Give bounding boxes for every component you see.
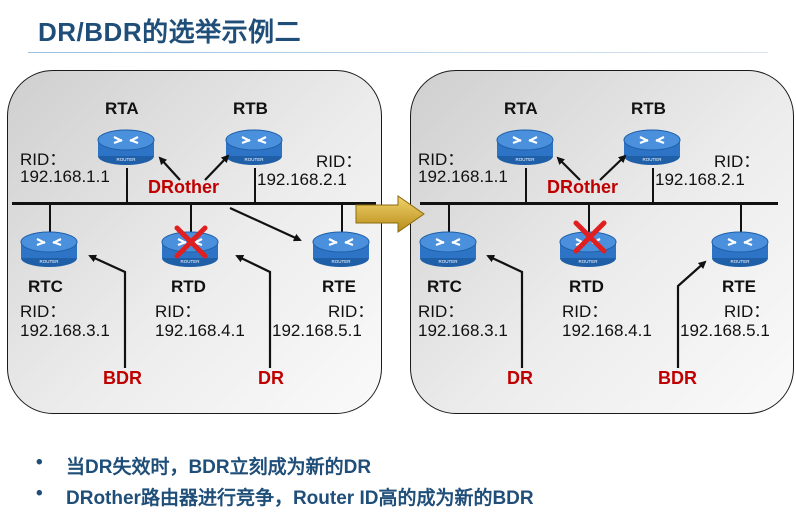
router-name-rtd: RTD	[171, 277, 206, 296]
link-rta-right	[525, 168, 527, 202]
bullet-text: DRother路由器进行竞争，Router ID高的成为新的BDR	[66, 488, 534, 509]
router-name-rtb: RTB	[233, 99, 268, 118]
rid-label: RID：	[724, 302, 771, 321]
bullet-marker: •	[36, 483, 43, 504]
router-icon: ROUTER	[496, 129, 554, 165]
rid-label: RID：	[155, 302, 202, 321]
transition-arrow-icon	[355, 195, 425, 233]
router-name-rtc: RTC	[427, 277, 462, 296]
link-rtd-right	[588, 204, 590, 232]
bullet-text: 当DR失效时，BDR立刻成为新的DR	[66, 457, 372, 478]
rid-value: 192.168.5.1	[680, 321, 770, 340]
rid-value: 192.168.3.1	[20, 321, 110, 340]
router-text: ROUTER	[579, 259, 599, 264]
arrow-bdr-rte-right	[676, 260, 707, 368]
router-icon: ROUTER	[312, 231, 370, 267]
link-rtc-left	[49, 204, 51, 232]
router-icon: ROUTER	[20, 231, 78, 267]
rid-value: 192.168.2.1	[655, 170, 745, 189]
router-text: ROUTER	[643, 157, 663, 162]
link-rtd-left	[190, 204, 192, 232]
arrow-drother-rtb-left	[204, 154, 230, 181]
rid-value: 192.168.3.1	[418, 321, 508, 340]
arrow-drother-rta-left	[158, 156, 181, 181]
link-rta-left	[126, 168, 128, 202]
rid-label: RID：	[20, 302, 67, 321]
failure-x-icon	[174, 225, 208, 259]
arrow-drother-rtb-right	[599, 154, 627, 181]
role-dr: DR	[258, 368, 284, 388]
role-bdr: BDR	[658, 368, 697, 388]
router-icon: ROUTER	[419, 231, 477, 267]
router-name-rte: RTE	[722, 277, 756, 296]
rid-value: 192.168.2.1	[257, 170, 347, 189]
router-name-rta: RTA	[504, 99, 538, 118]
rid-label: RID：	[418, 150, 465, 169]
arrow-dr-rtc-right	[486, 254, 524, 368]
router-text: ROUTER	[117, 157, 137, 162]
router-text: ROUTER	[181, 259, 201, 264]
router-text: ROUTER	[439, 259, 459, 264]
link-rtb-left	[254, 168, 256, 202]
link-rtb-right	[652, 168, 654, 202]
router-name-rtc: RTC	[28, 277, 63, 296]
router-text: ROUTER	[516, 157, 536, 162]
title-divider	[28, 52, 768, 53]
router-text: ROUTER	[40, 259, 60, 264]
router-icon: ROUTER	[711, 231, 769, 267]
arrow-bdr-rtc-left	[88, 254, 127, 368]
failure-x-icon	[573, 220, 607, 254]
router-name-rtb: RTB	[631, 99, 666, 118]
rid-label: RID：	[328, 302, 375, 321]
page-title: DR/BDR的选举示例二	[38, 17, 302, 47]
rid-label: RID：	[20, 150, 67, 169]
router-text: ROUTER	[731, 259, 751, 264]
rid-value: 192.168.1.1	[20, 167, 110, 186]
router-name-rtd: RTD	[569, 277, 604, 296]
link-rtc-right	[448, 204, 450, 232]
rid-value: 192.168.1.1	[418, 167, 508, 186]
rid-value: 192.168.4.1	[155, 321, 245, 340]
router-name-rte: RTE	[322, 277, 356, 296]
ethernet-segment-left	[12, 202, 376, 205]
arrow-dr-rtd-left	[235, 255, 272, 368]
rid-label: RID：	[562, 302, 609, 321]
role-dr: DR	[507, 368, 533, 388]
bullet-marker: •	[36, 452, 43, 473]
role-drother: DRother	[148, 177, 219, 197]
router-icon: ROUTER	[225, 129, 283, 165]
ethernet-segment-right	[420, 202, 778, 205]
arrow-drother-rta-right	[556, 156, 581, 181]
router-text: ROUTER	[332, 259, 352, 264]
rid-label: RID：	[316, 152, 363, 171]
rid-label: RID：	[714, 152, 761, 171]
bullet-item: • DRother路由器进行竞争，Router ID高的成为新的BDR	[36, 483, 534, 514]
link-rte-left	[341, 204, 343, 232]
router-name-rta: RTA	[105, 99, 139, 118]
router-text: ROUTER	[245, 157, 265, 162]
rid-value: 192.168.4.1	[562, 321, 652, 340]
router-icon: ROUTER	[97, 129, 155, 165]
role-drother: DRother	[547, 177, 618, 197]
role-bdr: BDR	[103, 368, 142, 388]
arrow-drother-rte-left	[229, 206, 302, 242]
bullet-item: • 当DR失效时，BDR立刻成为新的DR	[36, 452, 534, 483]
link-rte-right	[740, 204, 742, 232]
rid-label: RID：	[418, 302, 465, 321]
rid-value: 192.168.5.1	[272, 321, 362, 340]
router-icon: ROUTER	[623, 129, 681, 165]
bullet-list: • 当DR失效时，BDR立刻成为新的DR • DRother路由器进行竞争，Ro…	[36, 452, 534, 514]
